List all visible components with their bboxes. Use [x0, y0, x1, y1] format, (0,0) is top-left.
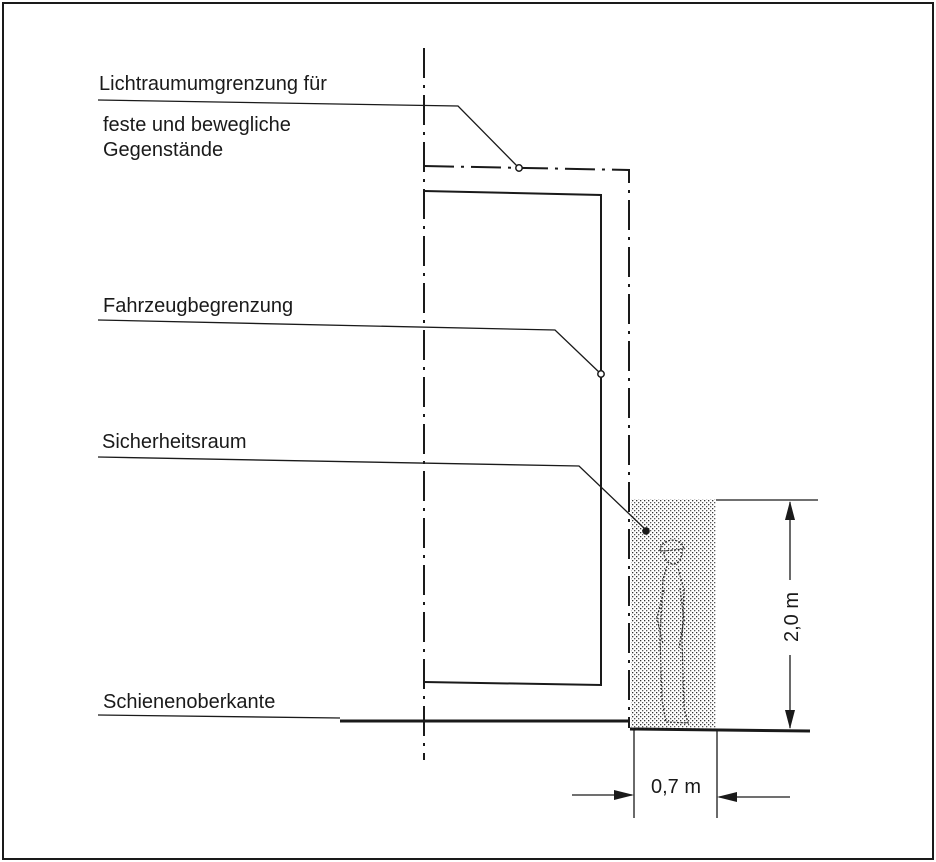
vehicle-limit-label: Fahrzeugbegrenzung	[103, 295, 293, 317]
height-arrow-bottom	[785, 710, 795, 729]
rail-top-line-right	[629, 727, 811, 733]
safety-leader	[97, 456, 647, 531]
clearance-label-line3: Gegenstände	[103, 139, 223, 161]
clearance-label-line1: Lichtraumumgrenzung für	[99, 73, 327, 95]
vehicle-leader-dot	[597, 370, 605, 378]
safety-space-label: Sicherheitsraum	[102, 431, 247, 453]
height-label: 2,0 m	[781, 592, 803, 642]
clearance-label-line2: feste und bewegliche	[103, 114, 291, 136]
width-label: 0,7 m	[651, 776, 701, 798]
vehicle-outline	[423, 190, 602, 687]
clearance-leader	[97, 99, 520, 169]
rail-top-label: Schienenoberkante	[103, 691, 275, 713]
person-figure	[656, 539, 689, 724]
safety-space-area	[631, 499, 716, 728]
width-arrow-right	[717, 792, 737, 802]
width-arrow-left	[614, 790, 634, 800]
clearance-envelope	[423, 165, 630, 728]
clearance-leader-dot	[515, 164, 523, 172]
railtop-leader	[97, 714, 341, 719]
safety-leader-dot	[642, 527, 650, 535]
height-arrow-top	[785, 501, 795, 520]
vehicle-leader	[97, 319, 602, 375]
